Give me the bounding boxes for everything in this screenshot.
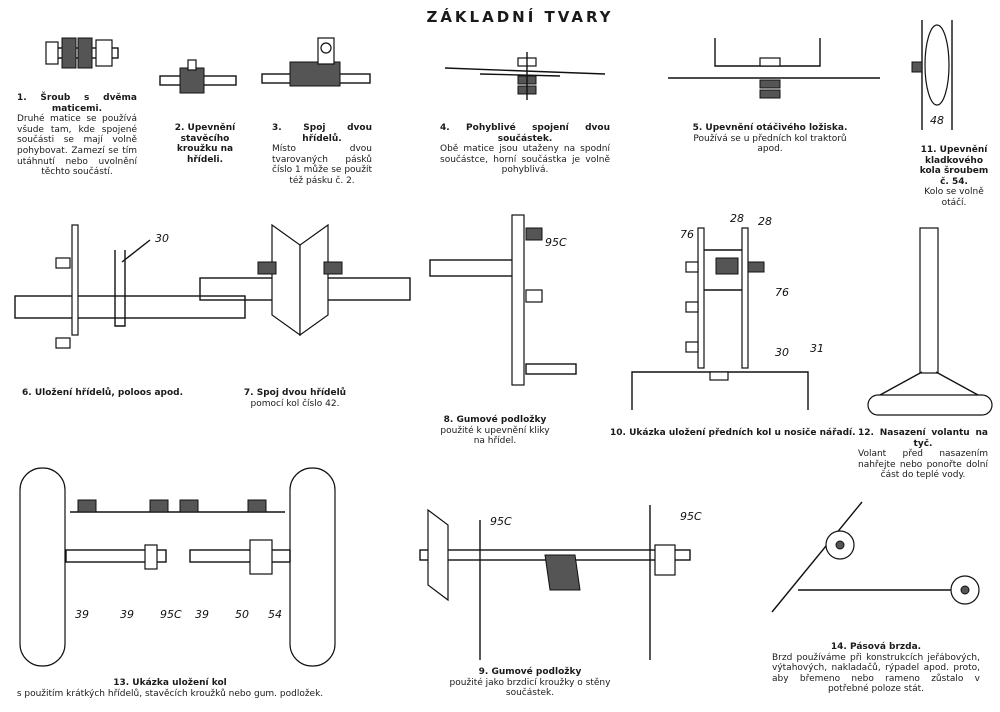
caption-text: Používá se u předních kol traktorů apod. [693, 133, 847, 155]
svg-text:50: 50 [235, 608, 249, 621]
caption-figure-7: 7. Spoj dvou hřídelů pomocí kol číslo 42… [240, 388, 350, 409]
caption-figure-6: 6. Uložení hřídelů, poloos apod. [22, 388, 222, 399]
caption-figure-10: 10. Ukázka uložení předních kol u nosiče… [610, 428, 860, 439]
svg-text:39: 39 [75, 608, 89, 621]
svg-text:95C: 95C [680, 510, 702, 523]
svg-text:39: 39 [195, 608, 209, 621]
svg-text:30: 30 [775, 346, 789, 359]
figure-8-rubber-washer-drawing: 95C [429, 214, 577, 386]
caption-figure-4: 4. Pohyblivé spojení dvou součástek. Obě… [440, 123, 610, 176]
caption-heading: 1. Šroub s dvěma maticemi. [17, 93, 137, 114]
figure-1-bolt-drawing [45, 37, 119, 69]
caption-heading: 14. Pásová brzda. [830, 642, 922, 652]
caption-figure-9: 9. Gumové podložky použité jako brzdicí … [440, 667, 620, 699]
caption-heading: 3. Spoj dvou hřídelů. [272, 123, 372, 144]
caption-heading: 12. Nasazení volantu na tyč. [858, 428, 988, 449]
caption-figure-13: 13. Ukázka uložení kol s použitím krátký… [0, 678, 340, 699]
svg-text:95C: 95C [490, 515, 512, 528]
figure-5-bearing-drawing [668, 38, 880, 99]
caption-heading: 6. Uložení hřídelů, poloos apod. [22, 388, 184, 398]
page-title: ZÁKLADNÍ TVARY [426, 8, 614, 26]
caption-text: Brzd používáme při konstrukcích jeřábový… [772, 652, 980, 695]
caption-figure-5: 5. Upevnění otáčivého ložiska. Používá s… [680, 123, 860, 155]
caption-figure-1: 1. Šroub s dvěma maticemi. Druhé matice … [17, 93, 137, 178]
figure-2-collar-drawing [159, 59, 237, 94]
caption-text: s použitím krátkých hřídelů, stavěcích k… [16, 688, 324, 699]
caption-heading: 2. Upevnění stavěcího kroužku na hřídeli… [174, 123, 236, 165]
caption-figure-3: 3. Spoj dvou hřídelů. Místo dvou tvarova… [272, 123, 372, 187]
caption-heading: 4. Pohyblivé spojení dvou součástek. [440, 123, 610, 144]
caption-text: Obě matice jsou utaženy na spodní součás… [440, 144, 610, 176]
figure-4-movable-joint-drawing [444, 52, 606, 100]
caption-heading: 8. Gumové podložky [443, 415, 547, 425]
svg-text:76: 76 [775, 286, 789, 299]
caption-figure-2: 2. Upevnění stavěcího kroužku na hřídeli… [170, 123, 240, 165]
svg-text:31: 31 [810, 342, 824, 355]
figure-7-wheel-joint-drawing [199, 223, 411, 337]
svg-text:54: 54 [268, 608, 282, 621]
caption-heading: 11. Upevnění kladkového kola šroubem č. … [919, 145, 989, 187]
caption-figure-8: 8. Gumové podložky použité k upevnění kl… [440, 415, 550, 447]
svg-text:28: 28 [730, 212, 744, 225]
figure-3-shaft-joint-drawing [261, 37, 371, 87]
caption-figure-12: 12. Nasazení volantu na tyč. Volant před… [858, 428, 988, 481]
svg-text:39: 39 [120, 608, 134, 621]
svg-text:76: 76 [680, 228, 694, 241]
figure-11-pulley-drawing: 48 [911, 20, 953, 130]
caption-text: Volant před nasazením nahřejte nebo pono… [858, 449, 988, 481]
figure-14-band-brake-drawing [771, 501, 980, 613]
figure-13-wheel-mounting-drawing: 39 39 95C 39 50 54 [19, 467, 336, 667]
caption-heading: 7. Spoj dvou hřídelů [243, 388, 347, 398]
figure-6-shaft-bearing-drawing: 30 [14, 224, 246, 349]
caption-text: použité k upevnění kliky na hřídel. [440, 425, 550, 447]
caption-figure-11: 11. Upevnění kladkového kola šroubem č. … [915, 145, 993, 209]
figure-12-steering-wheel-drawing [867, 227, 993, 416]
caption-heading: 10. Ukázka uložení předních kol u nosiče… [610, 428, 856, 438]
caption-figure-14: 14. Pásová brzda. Brzd používáme při kon… [772, 642, 980, 695]
caption-heading: 13. Ukázka uložení kol [113, 678, 227, 688]
caption-text: Kolo se volně otáčí. [924, 187, 984, 208]
caption-text: Místo dvou tvarovaných pásků číslo 1 můž… [272, 144, 372, 186]
svg-text:95C: 95C [545, 236, 567, 249]
svg-text:30: 30 [155, 232, 169, 245]
caption-text: použité jako brzdicí kroužky o stěny sou… [449, 677, 611, 699]
svg-text:28: 28 [758, 215, 772, 228]
figure-9-brake-washer-drawing: 95C 95C [419, 505, 702, 660]
caption-text: pomocí kol číslo 42. [250, 398, 340, 409]
svg-text:95C: 95C [160, 608, 182, 621]
caption-heading: 9. Gumové podložky [478, 667, 582, 677]
caption-heading: 5. Upevnění otáčivého ložiska. [692, 123, 848, 133]
svg-text:48: 48 [930, 114, 944, 127]
caption-text: Druhé matice se používá všude tam, kde s… [17, 114, 137, 178]
figure-10-front-wheels-drawing: 76 28 28 76 30 31 [631, 212, 824, 410]
